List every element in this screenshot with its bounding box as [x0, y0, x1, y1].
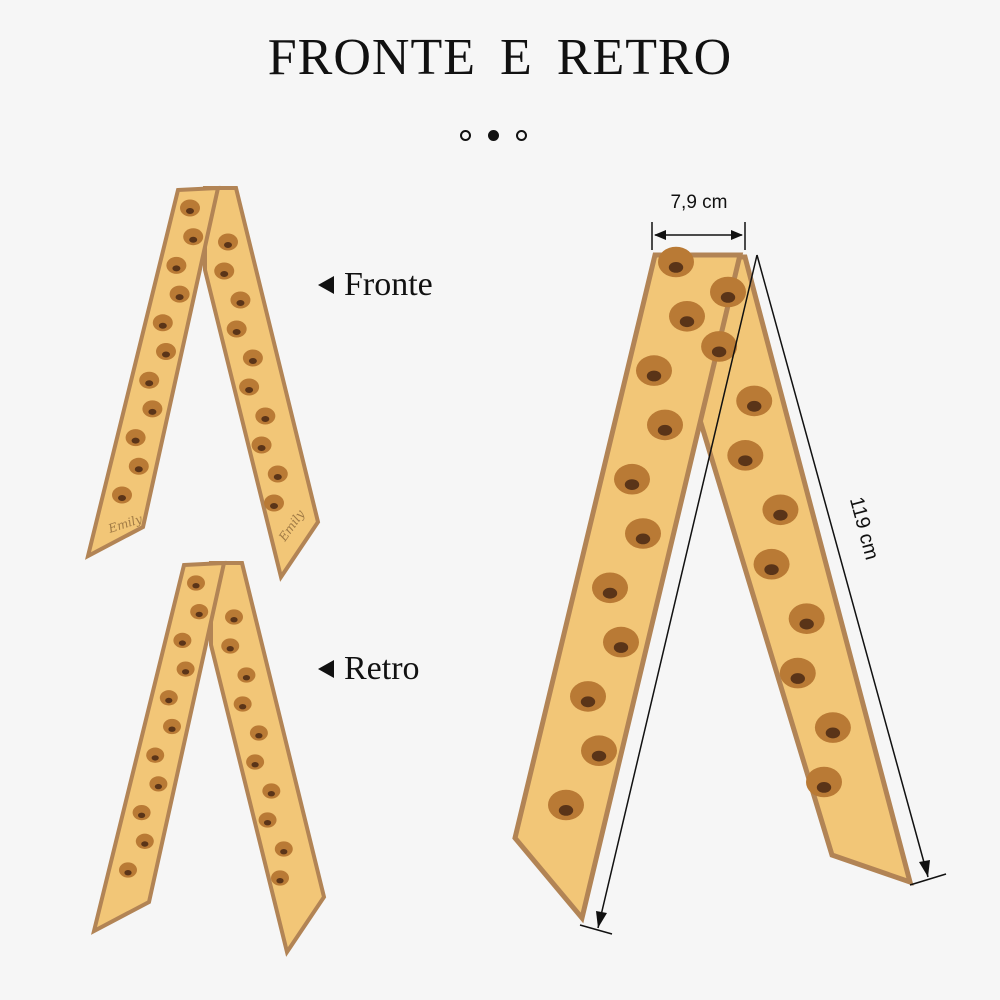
dog-head-print — [139, 371, 160, 389]
dog-head-print — [183, 228, 204, 246]
dog-head-print — [625, 518, 661, 549]
page-title: FRONTE E RETRO — [267, 29, 733, 86]
dog-head-print — [267, 465, 288, 483]
length-label: 119 cm — [845, 495, 883, 563]
dog-head-print — [146, 747, 165, 763]
dog-head-print — [190, 604, 209, 620]
dog-head-print — [237, 667, 256, 683]
back-label-text: Retro — [344, 650, 420, 687]
dog-head-print — [226, 320, 247, 338]
dog-head-print — [112, 486, 132, 504]
dog-head-print — [806, 766, 842, 798]
dog-head-print — [187, 575, 205, 591]
dog-head-print — [788, 603, 825, 634]
dog-head-print — [647, 409, 683, 441]
dog-head-print — [239, 378, 260, 396]
dog-head-print — [727, 440, 764, 471]
dog-head-print — [156, 343, 176, 360]
dog-head-print — [152, 314, 173, 332]
dog-head-print — [221, 638, 240, 654]
dog-head-print — [636, 355, 672, 386]
dog-head-print — [779, 657, 816, 689]
front-label: Fronte — [318, 266, 433, 304]
dog-head-print — [274, 841, 293, 857]
dog-head-print — [166, 256, 187, 274]
dog-head-print — [218, 233, 238, 251]
dog-head-print — [262, 783, 281, 799]
dog-head-print — [753, 548, 790, 580]
dog-head-print — [163, 718, 181, 735]
dog-head-print — [135, 833, 154, 849]
dog-head-print — [159, 690, 178, 706]
dog-head-print — [603, 626, 639, 658]
dog-head-print — [242, 349, 263, 367]
dog-head-print — [614, 463, 650, 495]
dog-head-print — [592, 572, 628, 604]
dog-head-print — [180, 199, 200, 217]
dog-head-print — [246, 754, 265, 770]
width-label: 7,9 cm — [670, 192, 727, 213]
dog-head-print — [149, 776, 168, 792]
carousel-dot-3[interactable] — [516, 130, 527, 141]
dog-head-print — [264, 494, 284, 512]
dog-head-print — [169, 285, 190, 303]
dog-head-print — [570, 681, 606, 712]
dog-head-print — [249, 725, 268, 741]
arrow-left-icon — [318, 276, 334, 294]
front-scarf: Emily Emily — [86, 186, 320, 579]
dog-head-print — [214, 262, 235, 280]
carousel-dot-2-active[interactable] — [488, 130, 499, 141]
width-dimension — [651, 222, 746, 250]
dog-head-print — [710, 276, 746, 308]
dog-head-print — [251, 436, 272, 454]
carousel-dots — [460, 130, 527, 141]
large-scarf — [512, 246, 914, 924]
dog-head-print — [271, 870, 289, 886]
dog-head-print — [128, 457, 149, 475]
dog-head-print — [762, 494, 799, 526]
back-label: Retro — [318, 650, 420, 688]
dog-head-print — [125, 429, 146, 447]
dog-head-print — [132, 804, 151, 821]
dog-head-print — [176, 661, 195, 677]
dog-head-print — [701, 331, 738, 362]
dog-head-print — [736, 385, 773, 417]
dog-head-print — [658, 246, 694, 278]
dog-head-print — [255, 407, 276, 425]
dog-head-print — [258, 812, 277, 828]
dog-head-print — [814, 712, 851, 743]
dog-head-print — [119, 862, 137, 878]
carousel-dot-1[interactable] — [460, 130, 471, 141]
dog-head-print — [230, 291, 251, 309]
back-scarf — [92, 561, 326, 954]
arrow-left-icon — [318, 660, 334, 678]
dog-head-print — [669, 301, 705, 332]
length-dimension — [579, 254, 947, 935]
dog-head-print — [233, 696, 252, 712]
dog-head-print — [548, 789, 584, 821]
dog-head-print — [581, 735, 617, 766]
dog-head-print — [142, 400, 163, 418]
front-label-text: Fronte — [344, 266, 433, 303]
dog-head-print — [225, 609, 243, 625]
dog-head-print — [173, 632, 192, 649]
